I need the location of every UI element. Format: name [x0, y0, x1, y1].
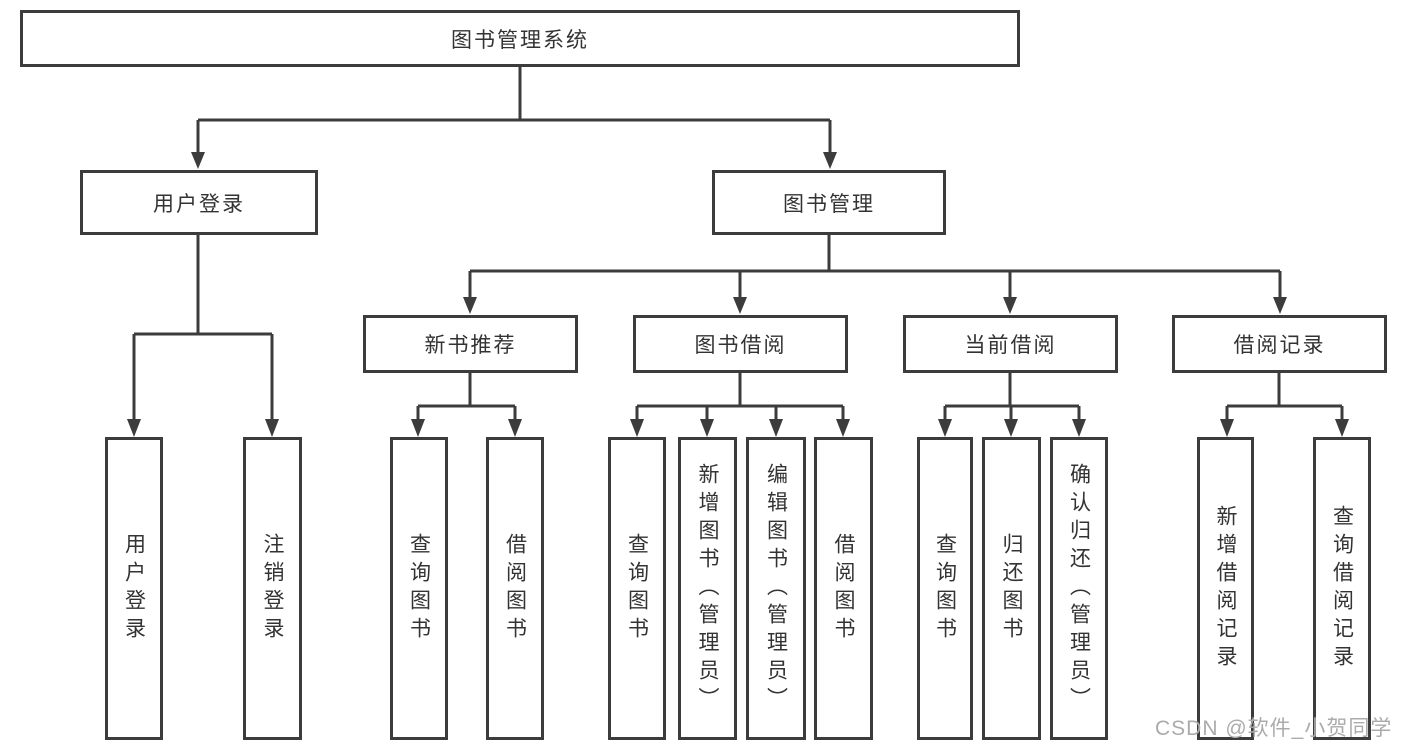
node-book-borrowing: 图书借阅: [633, 315, 848, 373]
node-leaf-br-add-record: 新增借阅记录: [1197, 437, 1254, 740]
node-leaf-bb-edit-books-admin: 编辑图书（管理员）: [746, 437, 806, 740]
connector-book-borrow-to-children: [635, 373, 845, 420]
node-current-borrowing: 当前借阅: [903, 315, 1118, 373]
node-leaf-user-login: 用户登录: [105, 437, 163, 740]
node-user-login-module: 用户登录: [80, 170, 318, 235]
node-leaf-logout: 注销登录: [243, 437, 302, 740]
node-new-book-recommend: 新书推荐: [363, 315, 578, 373]
arrowheads: [127, 152, 1349, 437]
connector-root-to-level1: [196, 67, 832, 154]
connector-user-login-to-children: [132, 235, 274, 420]
connector-borrow-records-to-children: [1225, 373, 1344, 420]
node-book-management-module: 图书管理: [712, 170, 946, 235]
node-leaf-nb-borrow-books: 借阅图书: [486, 437, 544, 740]
node-leaf-cb-query-books: 查询图书: [917, 437, 973, 740]
connector-new-rec-to-children: [416, 373, 517, 420]
csdn-watermark: CSDN @软件_小贺同学: [1155, 717, 1393, 740]
node-leaf-bb-query-books: 查询图书: [608, 437, 666, 740]
node-leaf-bb-borrow-books: 借阅图书: [814, 437, 873, 740]
node-leaf-bb-add-books-admin: 新增图书（管理员）: [678, 437, 737, 740]
node-borrowing-records: 借阅记录: [1172, 315, 1387, 373]
node-leaf-nb-query-books: 查询图书: [390, 437, 448, 740]
node-root-system: 图书管理系统: [20, 10, 1020, 67]
connector-book-mgmt-to-level2: [468, 235, 1282, 298]
connector-current-borrow-to-children: [943, 373, 1081, 420]
node-leaf-br-query-record: 查询借阅记录: [1313, 437, 1371, 740]
node-leaf-cb-confirm-return-admin: 确认归还（管理员）: [1050, 437, 1108, 740]
node-leaf-cb-return-books: 归还图书: [982, 437, 1041, 740]
